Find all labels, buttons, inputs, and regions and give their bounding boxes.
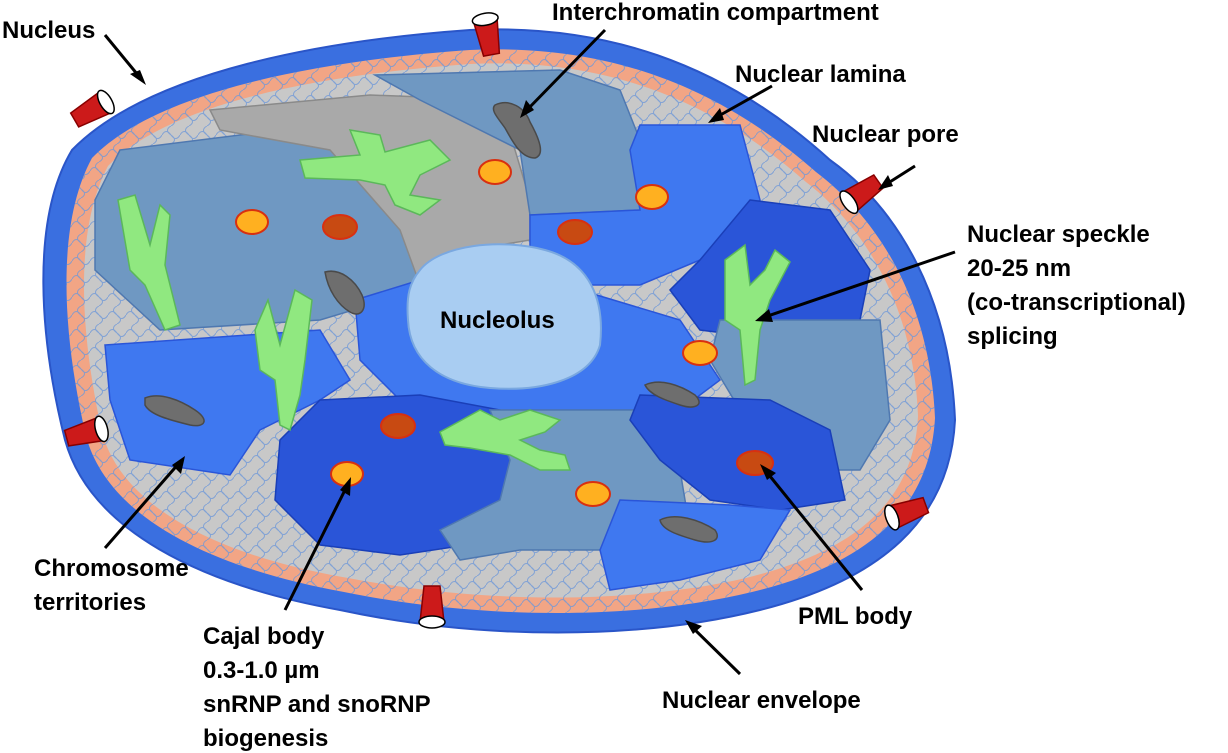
- label-nuclear-envelope: Nuclear envelope: [662, 687, 861, 714]
- label-cajal-body-function: biogenesis: [203, 725, 328, 752]
- label-pml-body: PML body: [798, 603, 913, 630]
- cajal-body: [478, 159, 512, 185]
- nuclear-pore: [884, 496, 930, 531]
- interchromatin-compartment: [643, 381, 700, 408]
- label-chromosome-territories: Chromosome: [34, 555, 189, 582]
- nuclear-pore: [839, 173, 884, 215]
- label-nuclear-lamina: Nuclear lamina: [735, 61, 906, 88]
- nucleolus: [406, 243, 602, 390]
- cajal-body: [635, 184, 669, 210]
- nuclear-speckle: [254, 288, 313, 432]
- cajal-body: [235, 209, 269, 235]
- label-nuclear-speckle-role: (co-transcriptional): [967, 289, 1186, 316]
- label-cajal-body-size: 0.3-1.0 µm: [203, 657, 320, 684]
- interchromatin-compartment: [324, 270, 365, 315]
- pml-body: [322, 214, 358, 240]
- pml-body: [380, 413, 416, 439]
- pml-body: [557, 219, 593, 245]
- nuclear-speckle: [724, 243, 791, 387]
- cajal-body: [682, 340, 718, 366]
- nuclear-pore: [418, 585, 446, 629]
- label-interchromatin-compartment: Interchromatin compartment: [552, 0, 879, 26]
- label-arrows: [103, 28, 956, 676]
- label-nuclear-speckle: Nuclear speckle: [967, 221, 1150, 248]
- label-nuclear-speckle-function: splicing: [967, 323, 1058, 350]
- label-cajal-body-role: snRNP and snoRNP: [203, 691, 431, 718]
- nuclear-speckle: [117, 194, 181, 331]
- nuclear-pore: [471, 12, 501, 57]
- nuclear-pore: [63, 415, 109, 447]
- cajal-body: [575, 481, 611, 507]
- label-nucleus: Nucleus: [2, 17, 95, 44]
- label-nuclear-pore: Nuclear pore: [812, 121, 959, 148]
- nuclear-speckle: [299, 129, 452, 216]
- label-cajal-body: Cajal body: [203, 623, 325, 650]
- label-nucleolus: Nucleolus: [440, 307, 555, 334]
- interchromatin-compartment: [144, 395, 205, 427]
- nuclear-speckle: [439, 409, 572, 471]
- label-chromosome-territories-line2: territories: [34, 589, 146, 616]
- interchromatin-compartment: [659, 516, 718, 543]
- nuclear-pore: [69, 89, 115, 128]
- label-nuclear-speckle-size: 20-25 nm: [967, 255, 1071, 282]
- chromosome-territory: [599, 499, 792, 591]
